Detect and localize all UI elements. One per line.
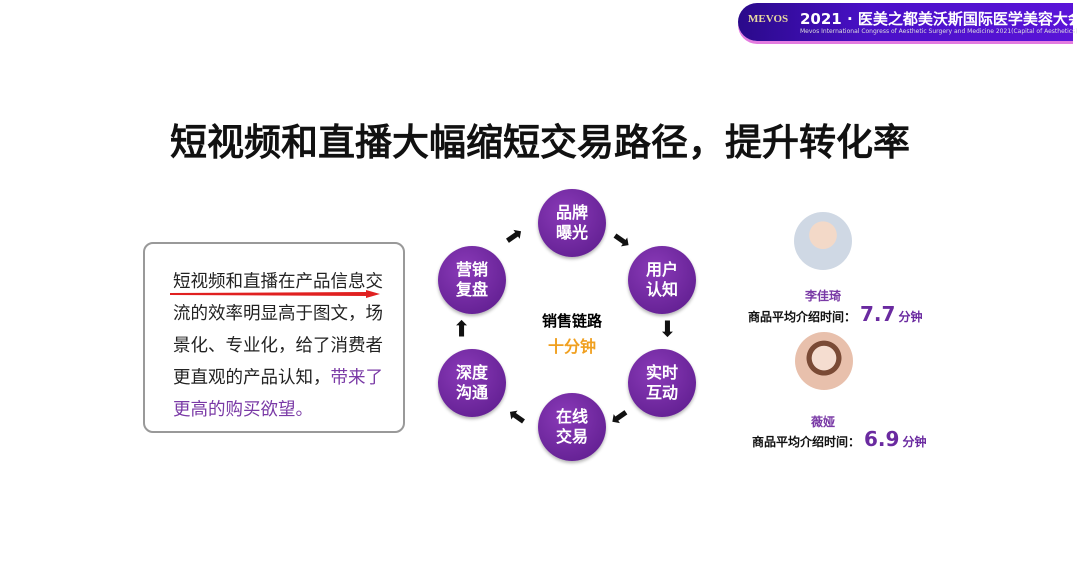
conference-banner: MEVOS 2021 · 医美之都美沃斯国际医学美容大会 Mevos Inter…: [738, 3, 1080, 41]
banner-subtitle: Mevos International Congress of Aestheti…: [800, 28, 1078, 35]
node-marketing-review: 营销复盘: [438, 246, 506, 314]
arrow-icon: ➡: [449, 319, 475, 338]
red-underline-arrow: [170, 290, 380, 298]
node-realtime-interaction: 实时互动: [628, 349, 696, 417]
avatar-li-jiaqi: [794, 212, 852, 270]
node-user-awareness: 用户认知: [628, 246, 696, 314]
text-part1: 短视频和直播在产品信息交流的效率明显高于图文，场景化、专业化，给了消费者更直观的…: [173, 272, 383, 388]
cycle-center-value: 十分钟: [547, 337, 596, 356]
node-brand-exposure: 品牌曝光: [538, 189, 606, 257]
person-name: 薇娅: [810, 415, 835, 429]
text-part2: 带来了更高的购买欲望。: [173, 368, 383, 420]
text-box: 短视频和直播在产品信息交流的效率明显高于图文，场景化、专业化，给了消费者更直观的…: [143, 242, 405, 433]
cycle-center-title: 销售链路: [541, 312, 602, 330]
node-deep-communication: 深度沟通: [438, 349, 506, 417]
slide-title: 短视频和直播大幅缩短交易路径，提升转化率: [170, 121, 910, 164]
person-name: 李佳琦: [804, 289, 841, 303]
banner-title: 2021 · 医美之都美沃斯国际医学美容大会: [800, 10, 1080, 28]
arrow-icon: ➡: [606, 224, 636, 257]
avatar-wei-ya: [795, 332, 853, 390]
arrow-icon: ➡: [604, 400, 634, 433]
node-online-transaction: 在线交易: [538, 393, 606, 461]
mevos-logo: MEVOS: [748, 13, 789, 25]
arrow-icon: ➡: [499, 220, 529, 253]
arrow-icon: ➡: [502, 400, 532, 433]
arrow-icon: ➡: [654, 319, 680, 338]
